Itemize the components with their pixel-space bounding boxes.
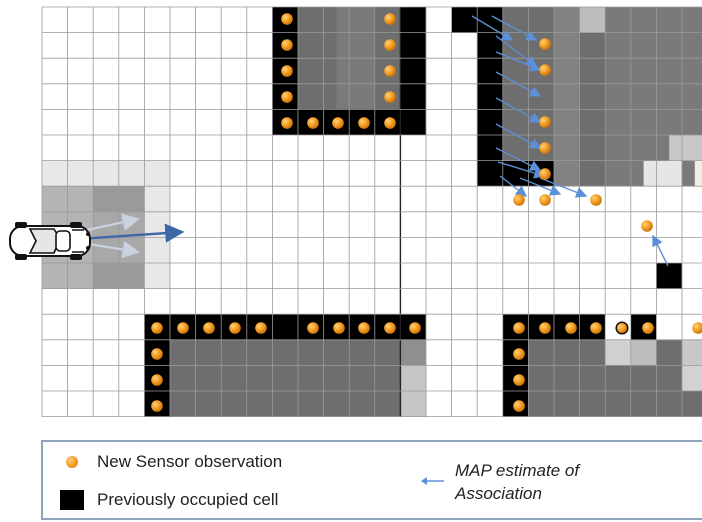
sensor-dot-icon bbox=[307, 322, 319, 334]
sensor-dot-icon bbox=[539, 194, 551, 206]
occupied-cell-icon bbox=[60, 490, 84, 510]
occupied-region bbox=[605, 339, 631, 366]
previously-occupied-cell bbox=[656, 263, 682, 289]
sensor-dot-icon bbox=[641, 220, 653, 232]
sensor-dot-icon bbox=[332, 117, 344, 129]
occupied-region bbox=[579, 7, 606, 33]
arrow-icon bbox=[495, 71, 542, 97]
sensor-dot-icon bbox=[513, 194, 525, 206]
arrow-icon bbox=[421, 477, 444, 485]
sensor-dot-icon bbox=[384, 39, 396, 51]
sensor-dot-icon bbox=[539, 38, 551, 50]
occupied-region bbox=[643, 160, 682, 187]
sensor-dot-icon bbox=[513, 322, 525, 334]
arrow-icon bbox=[497, 161, 546, 179]
occupancy-grid-map bbox=[9, 6, 702, 418]
previously-occupied-cell bbox=[144, 314, 426, 340]
occupied-region bbox=[554, 7, 580, 187]
sensor-dot-icon bbox=[307, 117, 319, 129]
sensor-dot-icon bbox=[590, 322, 602, 334]
sensor-dot-icon bbox=[565, 322, 577, 334]
arrow-icon bbox=[491, 15, 538, 41]
sensor-dot-icon bbox=[281, 117, 293, 129]
sensor-dot-icon bbox=[384, 117, 396, 129]
sensor-dot-icon bbox=[358, 117, 370, 129]
legend bbox=[41, 440, 702, 520]
occupied-region bbox=[630, 339, 657, 366]
sensor-dot-icon bbox=[590, 194, 602, 206]
sensor-dot-icon bbox=[229, 322, 241, 334]
sensor-dot-icon bbox=[409, 322, 421, 334]
occupied-region bbox=[669, 135, 702, 161]
arrow-icon bbox=[471, 15, 514, 41]
arrow-icon bbox=[495, 123, 542, 149]
sensor-dot-icon bbox=[539, 116, 551, 128]
occupied-region bbox=[400, 391, 426, 417]
occupied-region bbox=[694, 160, 702, 187]
sensor-dot-icon bbox=[151, 348, 163, 360]
arrow-icon bbox=[652, 234, 669, 267]
occupied-region bbox=[400, 339, 426, 366]
sensor-dot-icon bbox=[151, 322, 163, 334]
grid-lines bbox=[41, 6, 702, 418]
occupied-region bbox=[400, 365, 426, 391]
sensor-dot-icon bbox=[281, 13, 293, 25]
sensor-dot-icon bbox=[358, 322, 370, 334]
sensor-dot-icon bbox=[177, 322, 189, 334]
sensor-dot-icon bbox=[692, 322, 702, 334]
sensor-dot-icon bbox=[281, 65, 293, 77]
sensor-observations bbox=[151, 13, 702, 412]
sensor-dot-icon bbox=[384, 65, 396, 77]
sensor-dot-icon bbox=[539, 64, 551, 76]
sensor-dot-icon bbox=[255, 322, 267, 334]
arrow-icon bbox=[495, 97, 542, 123]
sensor-dot-icon bbox=[615, 321, 629, 335]
sensor-dot-icon bbox=[513, 400, 525, 412]
sensor-dot-icon bbox=[513, 374, 525, 386]
sensor-dot-icon bbox=[281, 39, 293, 51]
sensor-dot-icon bbox=[333, 322, 345, 334]
legend-observation-label: New Sensor observation bbox=[97, 452, 283, 471]
occupied-region bbox=[682, 365, 702, 391]
sensor-dot-icon bbox=[513, 348, 525, 360]
legend-map-label-line1: MAP estimate of bbox=[455, 461, 580, 480]
sensor-dot-icon bbox=[384, 91, 396, 103]
sensor-dot-icon bbox=[203, 322, 215, 334]
sensor-dot-icon bbox=[539, 322, 551, 334]
sensor-dot-icon bbox=[539, 142, 551, 154]
sensor-dot-icon bbox=[384, 322, 396, 334]
car-icon bbox=[9, 222, 91, 260]
uncertainty-region bbox=[42, 160, 170, 187]
occupied-region bbox=[682, 339, 702, 366]
sensor-dot-icon bbox=[642, 322, 654, 334]
sensor-dot-icon bbox=[66, 456, 78, 468]
arrow-icon bbox=[499, 175, 528, 197]
arrow-icon bbox=[495, 35, 538, 67]
sensor-dot-icon bbox=[281, 91, 293, 103]
sensor-dot-icon bbox=[539, 168, 551, 180]
arrow-icon bbox=[519, 177, 562, 196]
sensor-dot-icon bbox=[384, 13, 396, 25]
legend-map-label-line2: Association bbox=[455, 484, 542, 503]
arrow-icon bbox=[495, 147, 542, 171]
arrow-icon bbox=[495, 51, 542, 72]
previously-occupied-cell bbox=[477, 7, 503, 187]
sensor-dot-icon bbox=[151, 374, 163, 386]
arrow-icon bbox=[539, 177, 588, 198]
legend-occupied-label: Previously occupied cell bbox=[97, 490, 279, 509]
sensor-dot-icon bbox=[151, 400, 163, 412]
